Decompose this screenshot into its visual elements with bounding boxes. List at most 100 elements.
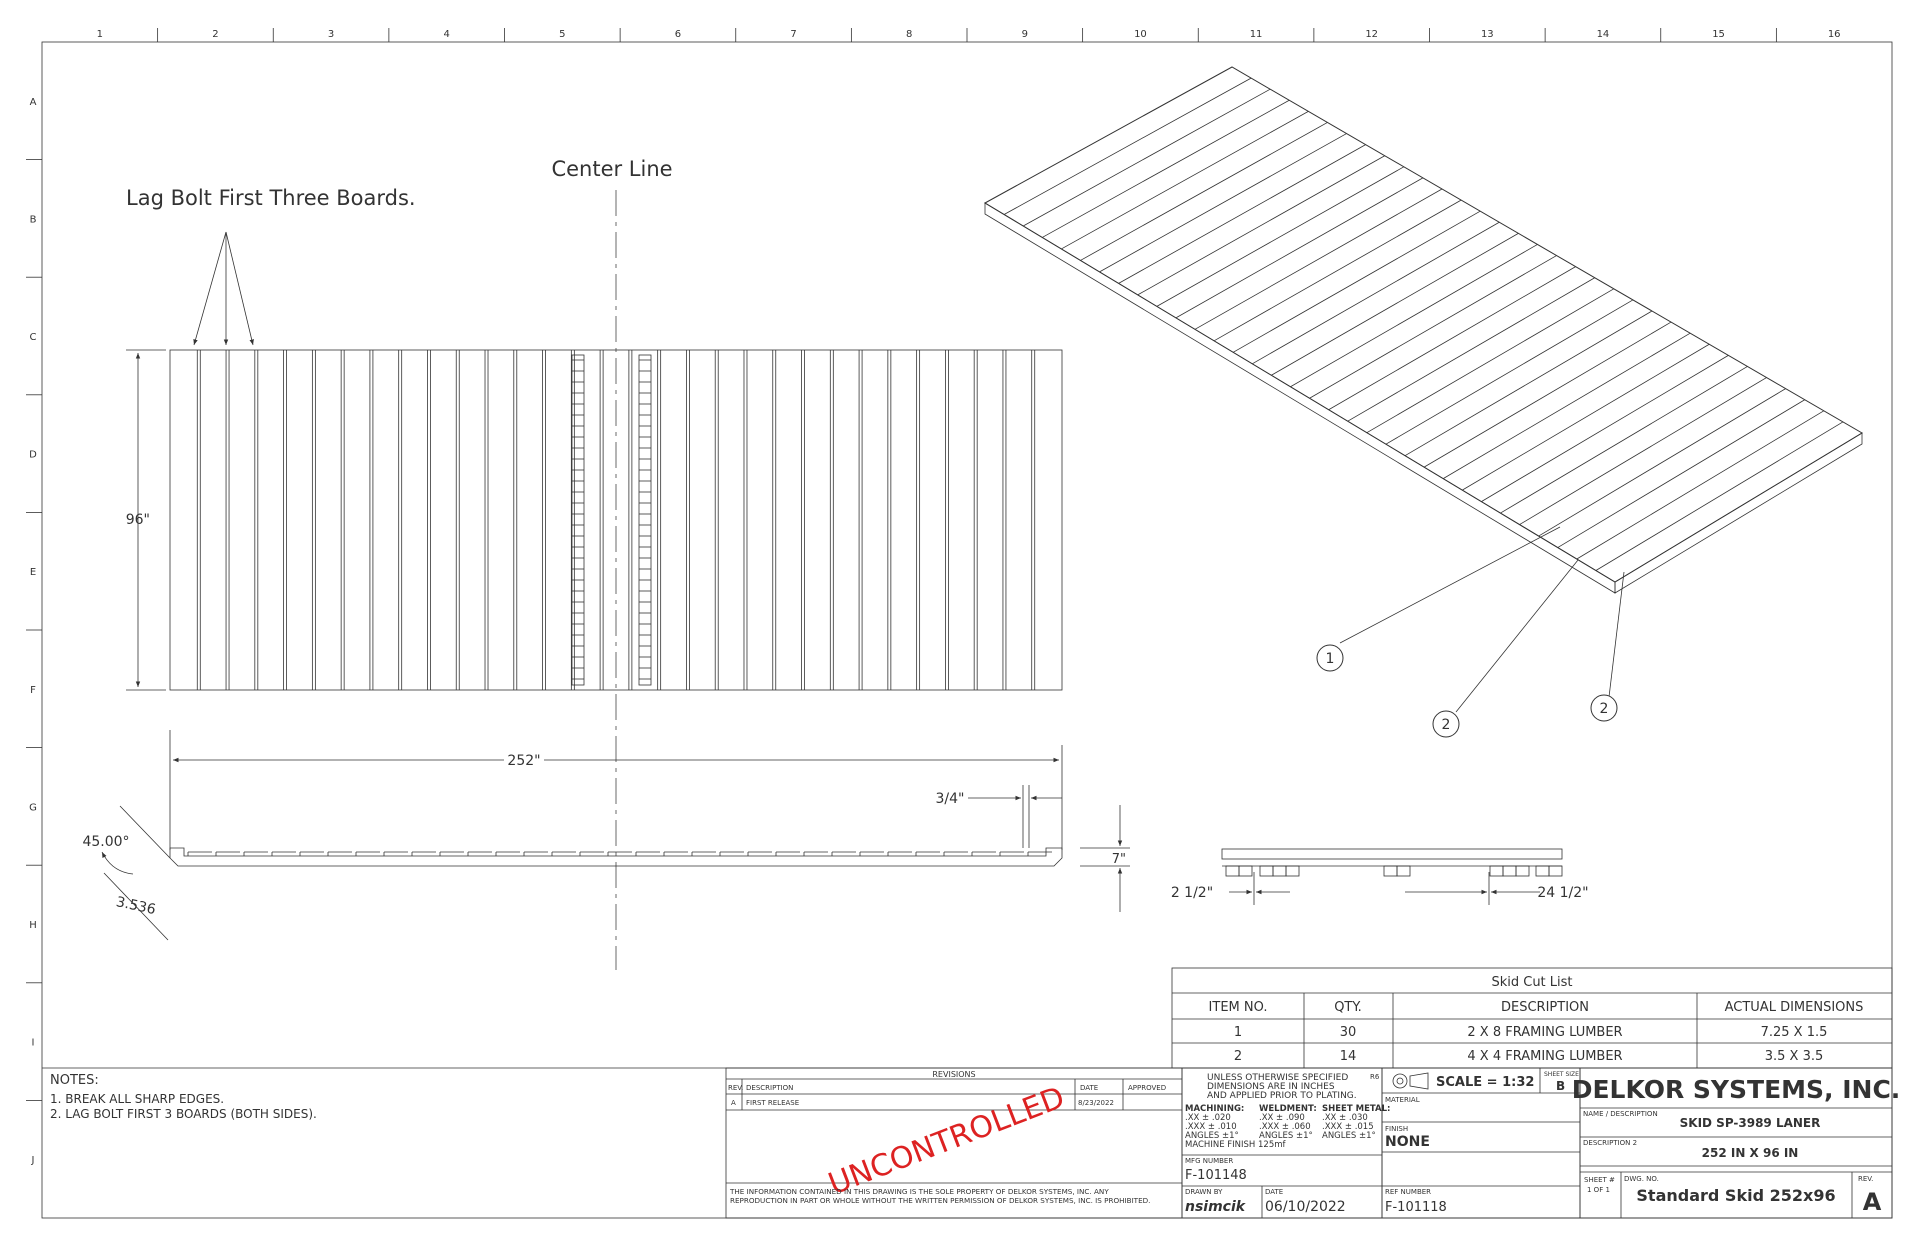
cut-list-cell: 1 [1234, 1025, 1242, 1040]
svg-text:.XXX ± .060: .XXX ± .060 [1259, 1122, 1311, 1132]
drawn-by: nsimcik [1185, 1199, 1247, 1215]
zone-col-label: 13 [1481, 29, 1494, 40]
disclaimer-line: REPRODUCTION IN PART OR WHOLE WITHOUT TH… [730, 1196, 1150, 1205]
zone-row-label: H [29, 920, 37, 931]
top-view: Center Line Lag Bolt First Three Boards.… [126, 157, 1063, 970]
leader-board-1 [193, 231, 227, 346]
drawn-date: 06/10/2022 [1265, 1199, 1346, 1215]
svg-text:WELDMENT:: WELDMENT: [1259, 1104, 1317, 1114]
sheet-frame [41, 41, 1893, 1219]
zone-row-label: B [30, 214, 37, 225]
svg-text:R6: R6 [1370, 1073, 1380, 1081]
svg-text:SHEET #: SHEET # [1584, 1176, 1615, 1184]
chamfer-dim: 3.536 [115, 894, 158, 918]
svg-text:MFG NUMBER: MFG NUMBER [1185, 1157, 1233, 1165]
zone-col-label: 15 [1712, 29, 1725, 40]
svg-text:SHEET METAL:: SHEET METAL: [1322, 1104, 1390, 1114]
zone-col-label: 2 [212, 29, 218, 40]
notes-title: NOTES: [50, 1073, 99, 1088]
svg-text:DRAWN BY: DRAWN BY [1185, 1188, 1223, 1196]
svg-text:.XX ± .020: .XX ± .020 [1185, 1113, 1231, 1123]
height-dim: 96" [126, 512, 150, 528]
revision-letter: A [1863, 1188, 1882, 1216]
zone-col-label: 10 [1134, 29, 1147, 40]
svg-text:A: A [731, 1099, 736, 1107]
revisions-title: REVISIONS [932, 1070, 975, 1079]
svg-text:ANGLES ±1°: ANGLES ±1° [1259, 1131, 1313, 1141]
zone-row-label: J [31, 1155, 35, 1166]
cut-list-cell: 2 [1234, 1049, 1242, 1064]
svg-text:DATE: DATE [1080, 1084, 1098, 1092]
svg-text:FINISH: FINISH [1385, 1125, 1408, 1133]
gap-dim: 3/4" [936, 791, 965, 807]
cut-list-header: ITEM NO. [1209, 1000, 1268, 1015]
cut-list-header: DESCRIPTION [1501, 1000, 1589, 1015]
zone-row-label: A [30, 97, 37, 108]
zone-col-label: 6 [675, 29, 681, 40]
svg-text:FIRST RELEASE: FIRST RELEASE [746, 1099, 799, 1107]
cut-list-cell: 4 X 4 FRAMING LUMBER [1467, 1049, 1622, 1064]
svg-text:APPROVED: APPROVED [1128, 1084, 1166, 1092]
block-spacing-dim: 24 1/2" [1537, 885, 1588, 901]
part-name: SKID SP-3989 LANER [1680, 1116, 1821, 1130]
svg-text:.XX ± .090: .XX ± .090 [1259, 1113, 1305, 1123]
cut-list-cell: 14 [1340, 1049, 1357, 1064]
mfg-number: F-101148 [1185, 1168, 1247, 1183]
zone-col-label: 8 [906, 29, 912, 40]
svg-text:1: 1 [1326, 651, 1335, 667]
side-view: 2 1/2" 24 1/2" [1171, 848, 1589, 905]
svg-text:DIMENSIONS ARE IN INCHES: DIMENSIONS ARE IN INCHES [1207, 1082, 1335, 1092]
isometric-view: 1 2 2 [983, 66, 1863, 738]
svg-text:.XXX ± .010: .XXX ± .010 [1185, 1122, 1237, 1132]
balloon: 2 [1432, 710, 1460, 738]
disclaimer-line: THE INFORMATION CONTAINED IN THIS DRAWIN… [729, 1187, 1109, 1196]
svg-text:MACHINE FINISH 125mf: MACHINE FINISH 125mf [1185, 1140, 1287, 1150]
cut-list-title: Skid Cut List [1491, 975, 1572, 990]
svg-text:SHEET SIZE: SHEET SIZE [1544, 1071, 1579, 1078]
angle-dim: 45.00° [82, 834, 129, 850]
svg-text:REV.: REV. [728, 1084, 743, 1092]
zone-col-label: 11 [1250, 29, 1263, 40]
svg-text:MATERIAL: MATERIAL [1385, 1096, 1420, 1104]
end-offset-dim: 2 1/2" [1171, 885, 1213, 901]
svg-text:AND APPLIED PRIOR TO PLATING.: AND APPLIED PRIOR TO PLATING. [1207, 1091, 1357, 1101]
drawing-number: Standard Skid 252x96 [1636, 1186, 1835, 1205]
zone-col-label: 5 [559, 29, 565, 40]
ref-number: F-101118 [1385, 1200, 1447, 1215]
cut-list-header: ACTUAL DIMENSIONS [1725, 1000, 1864, 1015]
front-profile [169, 847, 1063, 867]
thickness-dim: 7" [1112, 852, 1126, 867]
svg-text:.XXX ± .015: .XXX ± .015 [1322, 1122, 1374, 1132]
zone-row-label: D [29, 450, 37, 461]
svg-text:8/23/2022: 8/23/2022 [1078, 1099, 1114, 1107]
zone-col-label: 3 [328, 29, 334, 40]
zone-row-label: I [32, 1038, 35, 1049]
zone-col-label: 14 [1597, 29, 1610, 40]
cut-list-table: Skid Cut List ITEM NO. QTY. DESCRIPTION ACT… [1171, 967, 1893, 1069]
svg-text:MACHINING:: MACHINING: [1185, 1104, 1244, 1114]
svg-text:2: 2 [1442, 717, 1451, 733]
svg-text:1 OF 1: 1 OF 1 [1587, 1186, 1610, 1194]
zone-col-label: 9 [1022, 29, 1028, 40]
svg-text:2: 2 [1600, 701, 1609, 717]
front-view: 252" 3/4" 7" 45.00° 3.536 [82, 730, 1130, 941]
note-item: 2. LAG BOLT FIRST 3 BOARDS (BOTH SIDES). [50, 1107, 317, 1121]
zone-row-label: G [29, 802, 37, 813]
scale: SCALE = 1:32 [1436, 1075, 1534, 1090]
svg-text:REF NUMBER: REF NUMBER [1385, 1188, 1431, 1196]
side-view-deck [1221, 848, 1563, 860]
description-2: 252 IN X 96 IN [1702, 1146, 1799, 1160]
zone-col-label: 12 [1365, 29, 1378, 40]
cut-list-header: QTY. [1334, 1000, 1362, 1015]
svg-text:DATE: DATE [1265, 1188, 1283, 1196]
balloon: 2 [1590, 694, 1618, 722]
zone-col-label: 7 [790, 29, 796, 40]
svg-text:.XX ± .030: .XX ± .030 [1322, 1113, 1368, 1123]
cut-list-cell: 7.25 X 1.5 [1761, 1025, 1828, 1040]
svg-text:DESCRIPTION: DESCRIPTION [746, 1084, 793, 1092]
finish: NONE [1385, 1134, 1430, 1150]
zone-col-label: 1 [97, 29, 103, 40]
projection-symbol-icon [1392, 1073, 1408, 1089]
